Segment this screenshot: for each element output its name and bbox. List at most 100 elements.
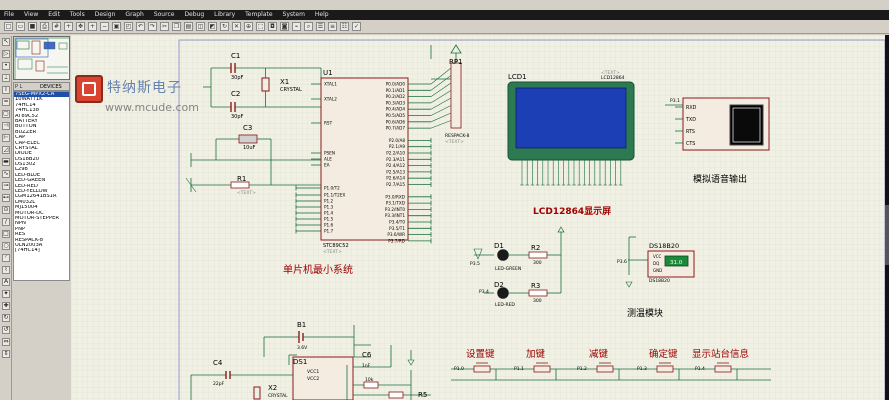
generator-tool-icon[interactable]: ∿ [2,170,10,178]
device-list-item[interactable]: BUTTON [15,124,37,130]
device-list-item[interactable]: PNP [15,226,26,232]
flip-h-tool-icon[interactable]: ⇔ [2,338,10,346]
device-list-item[interactable]: NPN [15,221,26,227]
menu-graph[interactable]: Graph [125,11,144,18]
menu-tools[interactable]: Tools [69,11,85,18]
print-icon[interactable]: ⎙ [40,22,49,31]
menu-debug[interactable]: Debug [184,11,205,18]
cut-icon[interactable]: ✂ [160,22,169,31]
junction-tool-icon[interactable]: • [2,62,10,70]
device-list-item[interactable]: 10WATT1K [15,97,43,103]
menu-file[interactable]: File [4,11,15,18]
menu-template[interactable]: Template [245,11,273,18]
property-icon[interactable]: ☰ [316,22,325,31]
make-device-icon[interactable]: ⬚ [256,22,265,31]
wire-label-tool-icon[interactable]: ⌶ [2,74,10,82]
zoom-in-icon[interactable]: + [88,22,97,31]
device-list-item[interactable]: [74HC14] [15,248,40,254]
device-list-item[interactable]: MOTOR-STEPPER [15,215,59,221]
u1-mcu[interactable]: XTAL1XTAL2RSTPSENALEEAP1.0/T2P1.1/T2EXP1… [295,67,452,244]
device-list-item[interactable]: 7SEG-MPX2-CA [14,92,69,98]
redo-icon[interactable]: ↷ [148,22,157,31]
new-icon[interactable]: □ [4,22,13,31]
rotate-cw-tool-icon[interactable]: ↻ [2,314,10,322]
tape-tool-icon[interactable]: ▬ [2,158,10,166]
block-copy-icon[interactable]: ◫ [196,22,205,31]
paste-icon[interactable]: ▤ [184,22,193,31]
menu-view[interactable]: View [24,11,39,18]
device-list-item[interactable]: 74HC14 [15,102,36,108]
circle-tool-icon[interactable]: ○ [2,242,10,250]
device-list-item[interactable]: ULN2003A [15,242,43,248]
wire-autorouter-icon[interactable]: ⌁ [292,22,301,31]
erc-icon[interactable]: ✓ [352,22,361,31]
device-list-item[interactable]: LGM12641BS1R [15,194,57,200]
line-tool-icon[interactable]: / [2,218,10,226]
ds18b20-sensor[interactable]: 31.0 VCC DQ GND [625,236,695,288]
device-list-item[interactable]: AT89C52 [15,113,39,119]
zoom-out-icon[interactable]: − [100,22,109,31]
terminal-tool-icon[interactable]: ⊣ [2,122,10,130]
current-probe-tool-icon[interactable]: ⊷ [2,194,10,202]
push-button-4[interactable] [656,362,674,373]
device-list-item[interactable]: LED-BLUE [15,172,41,178]
origin-icon[interactable]: + [64,22,73,31]
marker-tool-icon[interactable]: ✚ [2,302,10,310]
device-list-item[interactable]: L298 [15,167,28,173]
save-icon[interactable]: ■ [28,22,37,31]
picker-mode-label[interactable]: P L [15,84,23,90]
device-list-item[interactable]: CAP [15,135,26,141]
device-list-item[interactable]: DIODE [15,151,32,157]
push-button-1[interactable] [473,362,491,373]
device-list-item[interactable]: BATTERY [15,118,38,124]
device-pin-tool-icon[interactable]: ⊢ [2,134,10,142]
menu-design[interactable]: Design [94,11,116,18]
device-list-item[interactable]: MJ15004 [15,205,38,211]
text-script-tool-icon[interactable]: T [2,86,10,94]
device-list-item[interactable]: DS18B20 [15,156,40,162]
selection-tool-icon[interactable]: ↖ [2,38,10,46]
text-tool-icon[interactable]: A [2,278,10,286]
menu-system[interactable]: System [282,11,305,18]
menu-source[interactable]: Source [153,11,175,18]
virtual-instrument-tool-icon[interactable]: ⊙ [2,206,10,214]
zoom-all-icon[interactable]: ▣ [112,22,121,31]
symbol-tool-icon[interactable]: ✦ [2,290,10,298]
netlist-icon[interactable]: ≡ [328,22,337,31]
pick-icon[interactable]: ⊕ [244,22,253,31]
decompose-icon[interactable]: ◙ [280,22,289,31]
menu-help[interactable]: Help [314,11,329,18]
zoom-area-icon[interactable]: ◰ [124,22,133,31]
block-rotate-icon[interactable]: ↻ [220,22,229,31]
device-list-item[interactable]: DS1302 [15,162,36,168]
device-list-item[interactable]: MOTOR-DC [15,210,44,216]
device-list-item[interactable]: CRYSTAL [15,145,38,151]
menu-edit[interactable]: Edit [48,11,60,18]
device-list-item[interactable]: LED-RED [15,183,38,189]
search-icon[interactable]: ⌕ [304,22,313,31]
push-button-5[interactable] [714,362,732,373]
device-list-item[interactable]: CAP-ELEC [15,140,41,146]
push-button-3[interactable] [596,362,614,373]
device-list-item[interactable]: RES [15,232,26,238]
device-list-item[interactable]: LM032L [15,199,36,205]
device-list-item[interactable]: RESPACK-8 [15,237,44,243]
schematic-canvas[interactable]: C1 30pF C2 30pF X1 CRYSTAL C3 [71,35,885,400]
voltage-probe-tool-icon[interactable]: ⊸ [2,182,10,190]
arc-tool-icon[interactable]: ◜ [2,254,10,262]
package-icon[interactable]: ◘ [268,22,277,31]
push-button-2[interactable] [533,362,551,373]
graph-tool-icon[interactable]: ◿ [2,146,10,154]
block-move-icon[interactable]: ◩ [208,22,217,31]
device-list-item[interactable]: BUZZER [15,129,37,135]
grid-icon[interactable]: # [52,22,61,31]
box-tool-icon[interactable]: □ [2,230,10,238]
rotate-ccw-tool-icon[interactable]: ↺ [2,326,10,334]
device-list-item[interactable]: LED-GREEN [15,178,46,184]
copy-icon[interactable]: ❐ [172,22,181,31]
vertical-scrollbar-thumb[interactable] [885,205,889,265]
device-list-item[interactable]: 74HC138 [15,108,40,114]
menu-library[interactable]: Library [214,11,236,18]
